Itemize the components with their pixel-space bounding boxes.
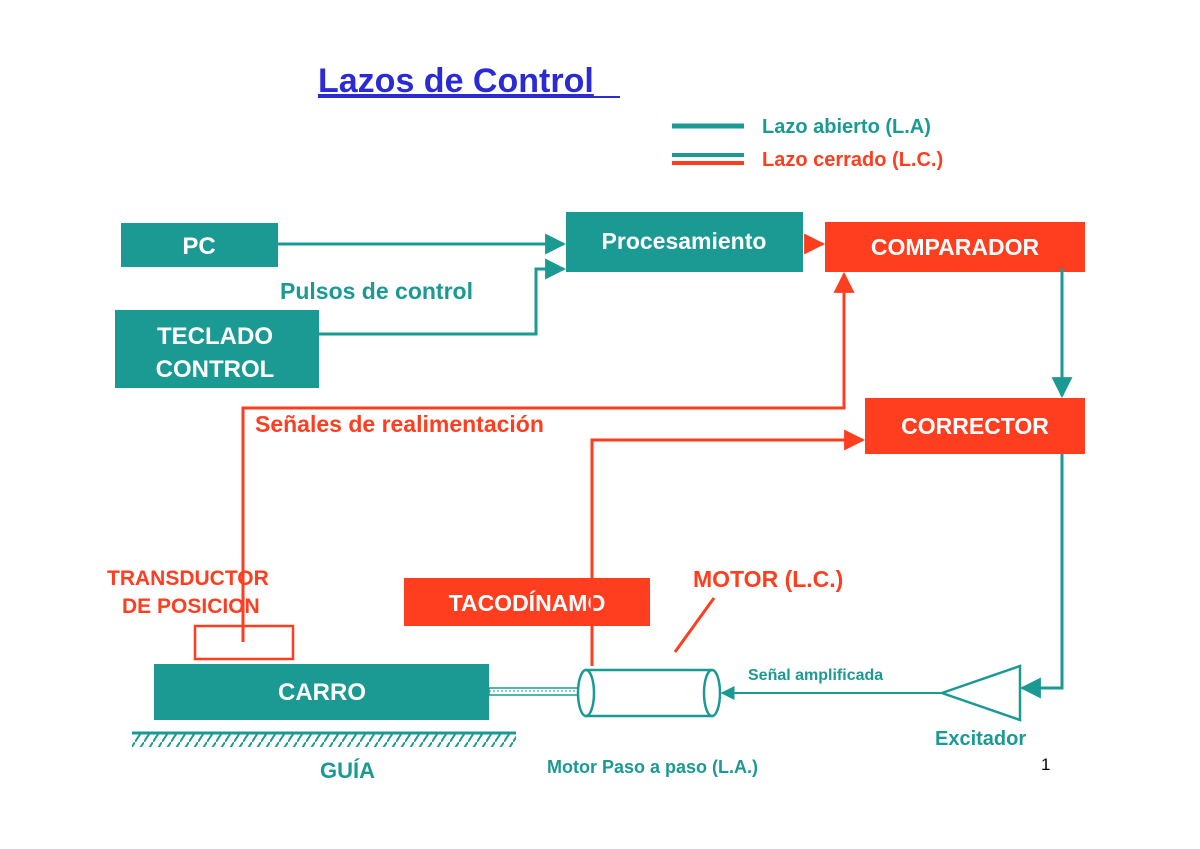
pc-block: [121, 223, 278, 267]
tacodinamo-label: TACODÍNAMO: [449, 589, 606, 616]
procesamiento-block: [566, 212, 803, 272]
legend-open-loop-label: Lazo abierto (L.A): [762, 116, 931, 138]
transductor-label-line1: TRANSDUCTOR: [107, 567, 269, 590]
motor-body: [584, 668, 714, 718]
procesamiento-label: Procesamiento: [602, 228, 767, 254]
guia-hatch: [132, 733, 516, 747]
transductor-label-line2: DE POSICION: [122, 595, 260, 618]
pulsos-label: Pulsos de control: [280, 278, 473, 304]
teclado-label-line1: TECLADO: [157, 323, 273, 350]
carro-label: CARRO: [278, 679, 366, 706]
stepper-motor: [576, 668, 722, 718]
corrector-label: CORRECTOR: [901, 413, 1049, 439]
legend-closed-loop-label: Lazo cerrado (L.C.): [762, 149, 943, 171]
comparador-label: COMPARADOR: [871, 234, 1040, 260]
tacodinamo-feedback-arrow: [590, 429, 866, 666]
pc-label: PC: [182, 233, 215, 260]
transductor-feedback-arrow: [241, 271, 855, 642]
guia-label: GUÍA: [320, 758, 375, 783]
tacodinamo-block: [404, 578, 650, 626]
senales-label: Señales de realimentación: [255, 411, 544, 437]
diagram-title: Lazos de Control: [318, 62, 594, 100]
legend: Lazo abierto (L.A) Lazo cerrado (L.C.): [672, 116, 943, 171]
page-number: 1: [1041, 755, 1050, 774]
teclado-control-block: [115, 310, 319, 388]
senal-amplificada-label: Señal amplificada: [748, 667, 883, 684]
motor-end-right: [702, 668, 722, 718]
teclado-to-procesamiento-arrow: [319, 258, 567, 336]
motor-lc-pointer: [673, 597, 716, 653]
motor-end-left: [576, 668, 596, 718]
excitador-triangle: [938, 664, 1022, 722]
corrector-to-excitador-arrow: [1019, 454, 1064, 699]
motor-paso-label: Motor Paso a paso (L.A.): [547, 757, 758, 777]
motor-lc-label: MOTOR (L.C.): [693, 566, 843, 592]
comparador-block: [825, 222, 1085, 272]
corrector-block: [865, 398, 1085, 454]
carro-block: [154, 664, 489, 720]
excitador-label: Excitador: [935, 728, 1026, 750]
teclado-label-line2: CONTROL: [156, 356, 275, 383]
